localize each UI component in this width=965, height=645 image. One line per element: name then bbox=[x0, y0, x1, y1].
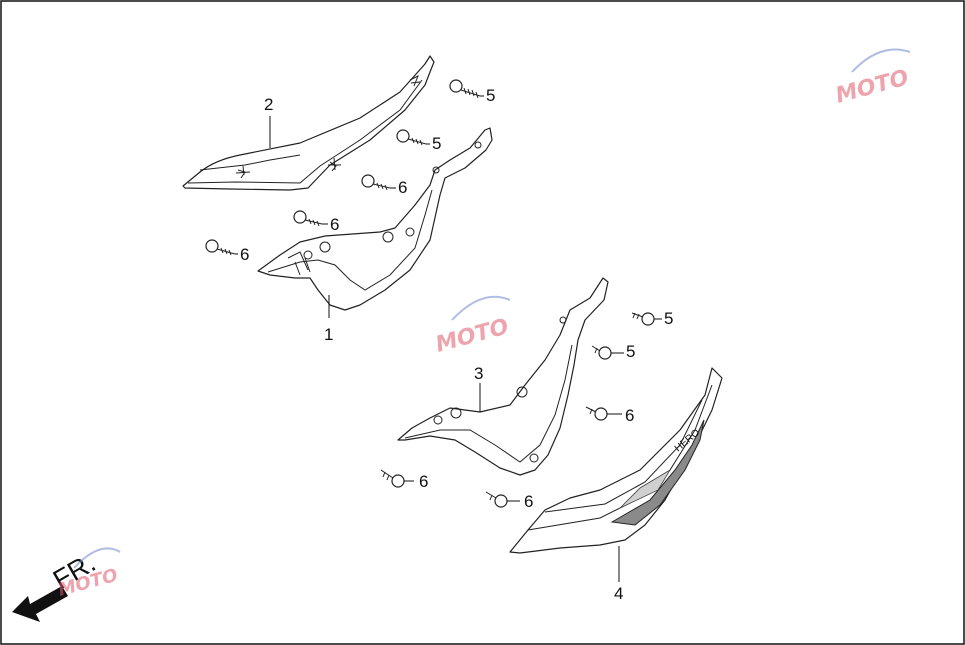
callout-5d: 5 bbox=[626, 342, 635, 361]
callout-6d: 6 bbox=[625, 406, 634, 425]
screw-6f bbox=[485, 491, 508, 508]
callout-5c: 5 bbox=[664, 309, 673, 328]
leader-lines bbox=[235, 95, 662, 582]
watermark-logo-top-right: MOTO bbox=[833, 48, 911, 109]
callout-6f: 6 bbox=[524, 492, 533, 511]
screw-6e bbox=[380, 469, 405, 488]
watermark-logo-center: MOTO bbox=[433, 295, 511, 358]
screw-6a bbox=[361, 174, 391, 191]
screw-6b bbox=[293, 210, 323, 227]
part-1-inner-cover bbox=[257, 127, 493, 311]
callout-6a: 6 bbox=[398, 178, 407, 197]
fasteners bbox=[205, 79, 655, 508]
callout-1: 1 bbox=[324, 325, 333, 344]
svg-text:MOTO: MOTO bbox=[833, 65, 911, 108]
callout-3: 3 bbox=[474, 364, 483, 383]
callout-6c: 6 bbox=[240, 245, 249, 264]
screw-5c bbox=[631, 312, 655, 326]
part-4-outer-panel: HERO bbox=[509, 367, 723, 554]
screw-6d bbox=[585, 406, 608, 421]
front-arrow-icon bbox=[12, 586, 68, 622]
part-3-inner-cover bbox=[397, 277, 609, 476]
screw-6c bbox=[205, 239, 236, 256]
part-2-side-cover bbox=[182, 55, 435, 191]
callout-6b: 6 bbox=[330, 215, 339, 234]
callout-5b: 5 bbox=[432, 134, 441, 153]
callouts: 2 1 3 4 5 5 5 5 6 6 6 6 6 6 bbox=[240, 86, 673, 603]
callout-5a: 5 bbox=[486, 86, 495, 105]
svg-text:MOTO: MOTO bbox=[433, 314, 511, 357]
screw-5b bbox=[396, 129, 427, 146]
screw-5a bbox=[449, 79, 481, 99]
callout-6e: 6 bbox=[419, 472, 428, 491]
panel-graphic bbox=[610, 419, 705, 526]
callout-2: 2 bbox=[264, 95, 273, 114]
callout-4: 4 bbox=[614, 584, 623, 603]
screw-5d bbox=[591, 345, 612, 360]
